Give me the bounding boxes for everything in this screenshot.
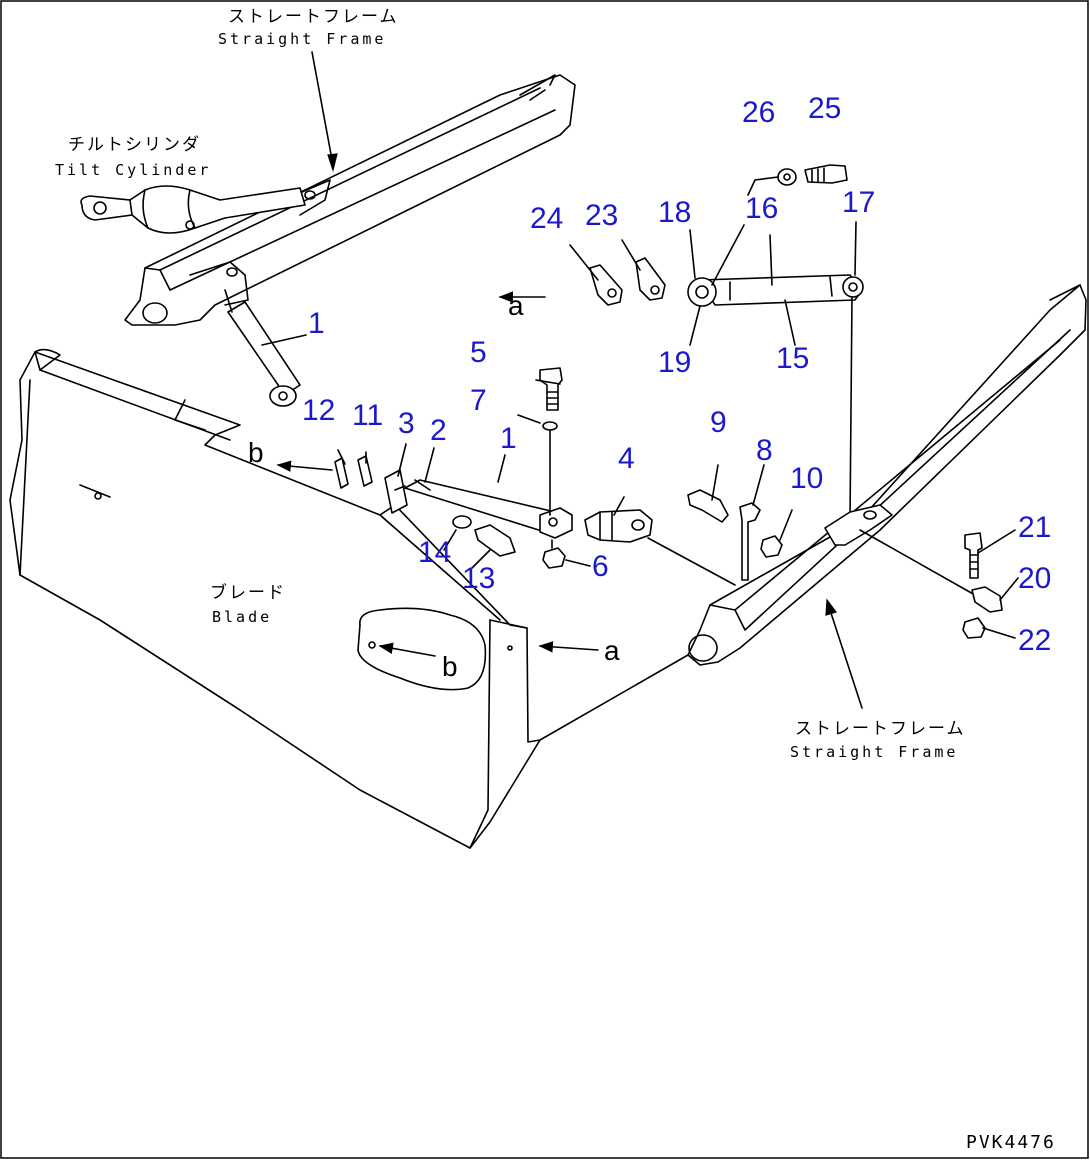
part-number-2: 2 (430, 414, 447, 447)
tilt-cylinder-en-label: Tilt Cylinder (55, 161, 211, 179)
part-number-23: 23 (585, 199, 618, 232)
part-number-24: 24 (530, 202, 563, 235)
part-number-5: 5 (470, 336, 487, 369)
leader-lines (261, 51, 1019, 709)
part-number-19: 19 (658, 346, 691, 379)
part-number-4: 4 (618, 442, 635, 475)
upper-right-link (589, 164, 864, 521)
ref-a-top: a (508, 290, 524, 321)
blade (9, 348, 541, 849)
part-number-1-lower: 1 (500, 422, 517, 455)
part-number-12: 12 (302, 394, 335, 427)
part-number-8: 8 (756, 434, 773, 467)
part-number-10: 10 (790, 462, 823, 495)
part-number-13: 13 (462, 562, 495, 595)
part-number-18: 18 (658, 196, 691, 229)
ref-b-left: b (248, 437, 264, 468)
part-number-15: 15 (776, 342, 809, 375)
straight-frame-right (539, 284, 1087, 741)
blade-inset-detail (357, 607, 487, 691)
part-number-17: 17 (842, 186, 875, 219)
ref-b-blade: b (442, 651, 458, 682)
blade-en-label: Blade (212, 608, 272, 626)
drawing-code: PVK4476 (966, 1132, 1056, 1153)
straight-frame-top-en-label: Straight Frame (218, 30, 386, 48)
straight-frame-top (124, 74, 576, 326)
upper-link-rod (224, 289, 301, 407)
tilt-cylinder-jp-label: チルトシリンダ (68, 135, 201, 155)
straight-frame-top-jp-label: ストレートフレーム (228, 7, 399, 27)
part-number-7: 7 (470, 384, 487, 417)
part-number-26: 26 (742, 96, 775, 129)
part-number-22: 22 (1018, 624, 1051, 657)
tilt-cylinder (80, 185, 306, 234)
part-number-1-upper: 1 (308, 307, 325, 340)
part-number-9: 9 (710, 406, 727, 439)
part-number-6: 6 (592, 550, 609, 583)
hardware-20-22 (962, 532, 1003, 639)
part-number-16: 16 (745, 192, 778, 225)
straight-frame-bottom-jp-label: ストレートフレーム (795, 719, 966, 739)
straight-frame-bottom-en-label: Straight Frame (790, 743, 958, 761)
part-number-21: 21 (1018, 511, 1051, 544)
ref-a-right: a (604, 635, 620, 666)
blade-jp-label: ブレード (210, 582, 286, 603)
part-number-14: 14 (418, 536, 451, 569)
part-number-20: 20 (1018, 562, 1051, 595)
part-number-3: 3 (398, 407, 415, 440)
part-number-11: 11 (352, 399, 383, 432)
lower-linkage (334, 367, 736, 586)
part-number-25: 25 (808, 92, 841, 125)
